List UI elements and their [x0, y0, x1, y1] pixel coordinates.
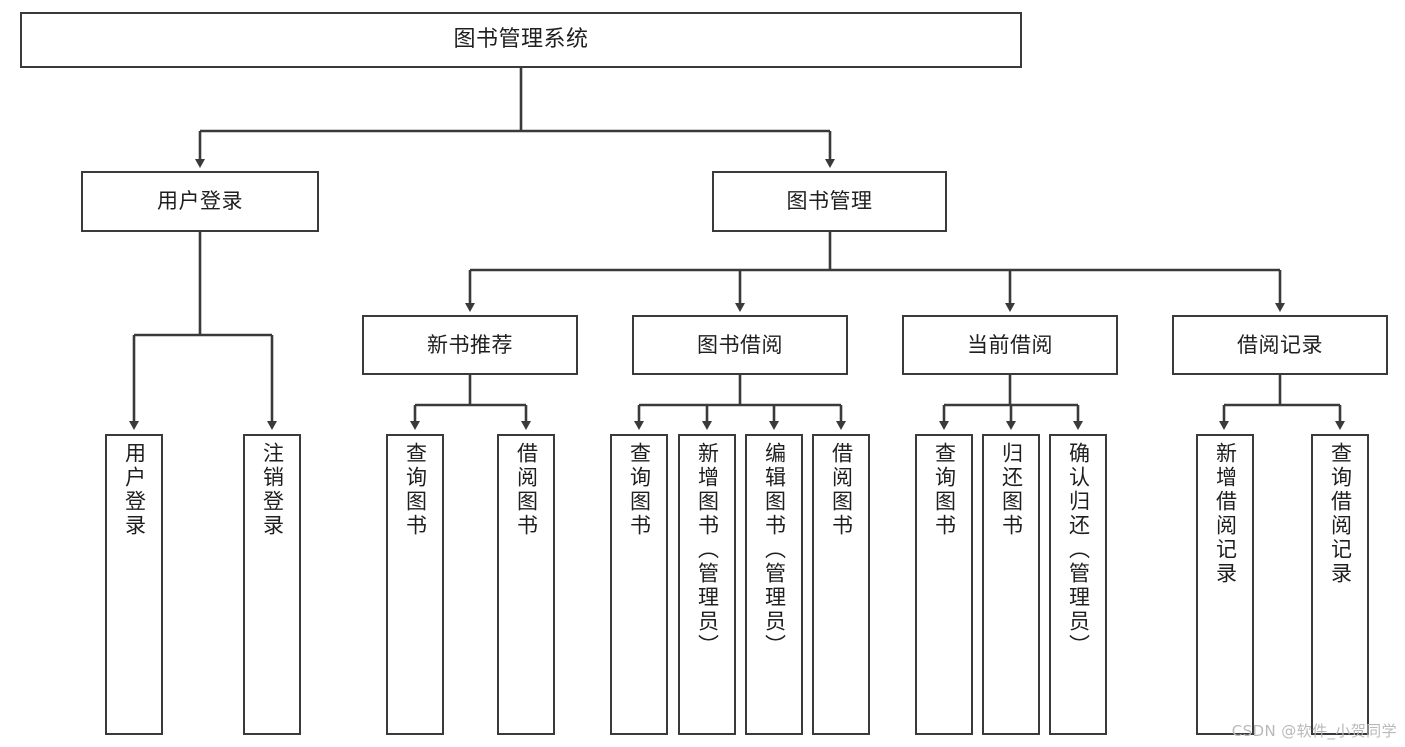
leaf-confirm-return-admin[interactable]: 确认归还（管理员） [1049, 434, 1107, 735]
leaf-return-book[interactable]: 归还图书 [982, 434, 1040, 735]
node-current-borrow[interactable]: 当前借阅 [902, 315, 1118, 375]
node-root-label: 图书管理系统 [453, 27, 589, 53]
node-current-borrow-label: 当前借阅 [967, 332, 1053, 357]
node-root[interactable]: 图书管理系统 [20, 12, 1022, 68]
leaf-logout[interactable]: 注销登录 [243, 434, 301, 735]
leaf-add-book-admin-label: 新增图书（管理员） [695, 442, 720, 658]
leaf-search-borrow-record[interactable]: 查询借阅记录 [1311, 434, 1369, 735]
watermark: CSDN @软件_小贺同学 [1231, 722, 1397, 740]
node-borrow-records-label: 借阅记录 [1237, 332, 1323, 357]
leaf-search-book-current-label: 查询图书 [932, 442, 957, 538]
node-new-book-recommend-label: 新书推荐 [427, 332, 513, 357]
leaf-borrow-book-recommend-label: 借阅图书 [514, 442, 539, 538]
leaf-return-book-label: 归还图书 [999, 442, 1024, 538]
leaf-confirm-return-admin-label: 确认归还（管理员） [1066, 442, 1091, 658]
leaf-search-borrow-record-label: 查询借阅记录 [1328, 442, 1353, 586]
node-book-borrow[interactable]: 图书借阅 [632, 315, 848, 375]
node-book-borrow-label: 图书借阅 [697, 332, 783, 357]
node-user-login-label: 用户登录 [157, 189, 243, 214]
leaf-search-book-recommend-label: 查询图书 [403, 442, 428, 538]
leaf-edit-book-admin-label: 编辑图书（管理员） [762, 442, 787, 658]
leaf-edit-book-admin[interactable]: 编辑图书（管理员） [745, 434, 803, 735]
leaf-search-book-recommend[interactable]: 查询图书 [386, 434, 444, 735]
leaf-user-login-label: 用户登录 [122, 442, 147, 538]
leaf-add-borrow-record[interactable]: 新增借阅记录 [1196, 434, 1254, 735]
leaf-add-borrow-record-label: 新增借阅记录 [1213, 442, 1238, 586]
leaf-logout-label: 注销登录 [260, 442, 285, 538]
leaf-search-book-current[interactable]: 查询图书 [915, 434, 973, 735]
leaf-search-book-borrow[interactable]: 查询图书 [610, 434, 668, 735]
leaf-borrow-book[interactable]: 借阅图书 [812, 434, 870, 735]
leaf-borrow-book-recommend[interactable]: 借阅图书 [497, 434, 555, 735]
leaf-borrow-book-label: 借阅图书 [829, 442, 854, 538]
node-new-book-recommend[interactable]: 新书推荐 [362, 315, 578, 375]
node-book-management-label: 图书管理 [786, 189, 873, 214]
node-borrow-records[interactable]: 借阅记录 [1172, 315, 1388, 375]
node-book-management[interactable]: 图书管理 [712, 171, 947, 232]
leaf-user-login[interactable]: 用户登录 [105, 434, 163, 735]
node-user-login[interactable]: 用户登录 [81, 171, 319, 232]
leaf-add-book-admin[interactable]: 新增图书（管理员） [678, 434, 736, 735]
leaf-search-book-borrow-label: 查询图书 [627, 442, 652, 538]
